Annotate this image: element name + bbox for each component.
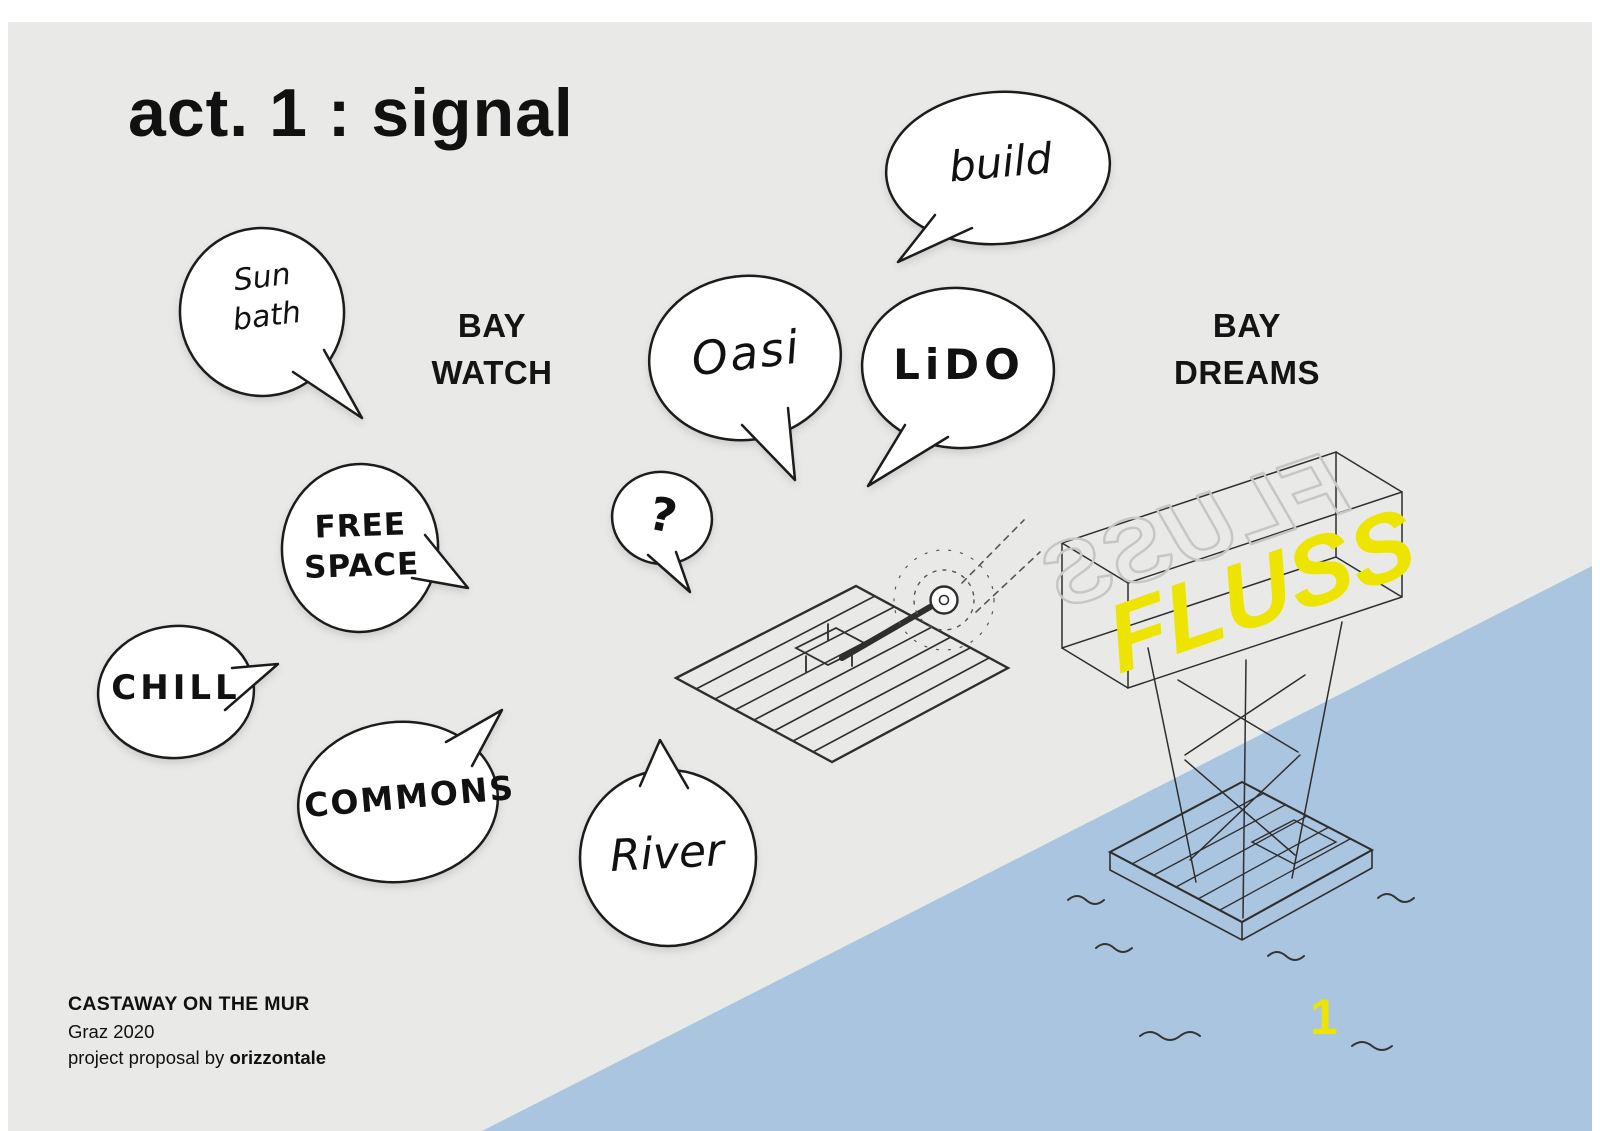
ripple-line	[1351, 1041, 1393, 1051]
speech-bubble-free-space	[280, 462, 470, 634]
ripple-line	[1377, 893, 1415, 903]
footer-project-title: CASTAWAY ON THE MUR	[68, 993, 310, 1015]
speech-bubble-oasi	[647, 274, 843, 482]
footer-location: Graz 2020	[68, 1020, 155, 1042]
flare-pole	[839, 604, 933, 661]
bubble-text-free-space: FREE SPACE	[303, 506, 420, 587]
page-number: 1	[1310, 989, 1338, 1045]
ripple-line	[1067, 895, 1105, 905]
bay-dreams-label: BAY DREAMS	[1173, 307, 1320, 391]
water-surface	[482, 566, 1592, 1131]
raft-sketch	[673, 519, 1041, 764]
bubble-text-river: River	[608, 825, 726, 882]
bubble-text-chill: CHILL	[111, 668, 241, 708]
footer-proposal-prefix: project proposal by	[68, 1046, 230, 1068]
speech-bubble-chill	[96, 624, 280, 760]
bay-watch-label: BAY WATCH	[431, 307, 553, 391]
page-title: act. 1 : signal	[128, 75, 574, 151]
signal-waves	[893, 519, 1041, 651]
bubble-text-lido: LiDO	[893, 340, 1025, 389]
fluss-tower-sketch	[1061, 450, 1403, 941]
water-ripples	[1067, 893, 1415, 1051]
speech-bubble-sun-bath	[178, 226, 364, 420]
speech-bubble-question	[610, 470, 714, 594]
sign-frame	[1061, 450, 1403, 690]
bubble-text-question-mark: ?	[644, 485, 682, 545]
ripple-line	[1139, 1031, 1201, 1041]
speech-bubble-lido	[860, 286, 1056, 488]
speech-bubble-river	[578, 738, 758, 948]
speech-bubble-build	[884, 90, 1112, 264]
footer-credits: CASTAWAY ON THE MUR Graz 2020 project pr…	[68, 991, 326, 1071]
flare-icon	[929, 585, 959, 615]
tower-lattice	[1147, 621, 1343, 919]
speech-bubble-commons	[296, 708, 504, 884]
ripple-line	[1267, 951, 1305, 961]
ripple-line	[1095, 943, 1133, 953]
footer-proposal-line: project proposal by orizzontale	[68, 1045, 326, 1071]
studio-name: orizzontale	[229, 1046, 327, 1068]
